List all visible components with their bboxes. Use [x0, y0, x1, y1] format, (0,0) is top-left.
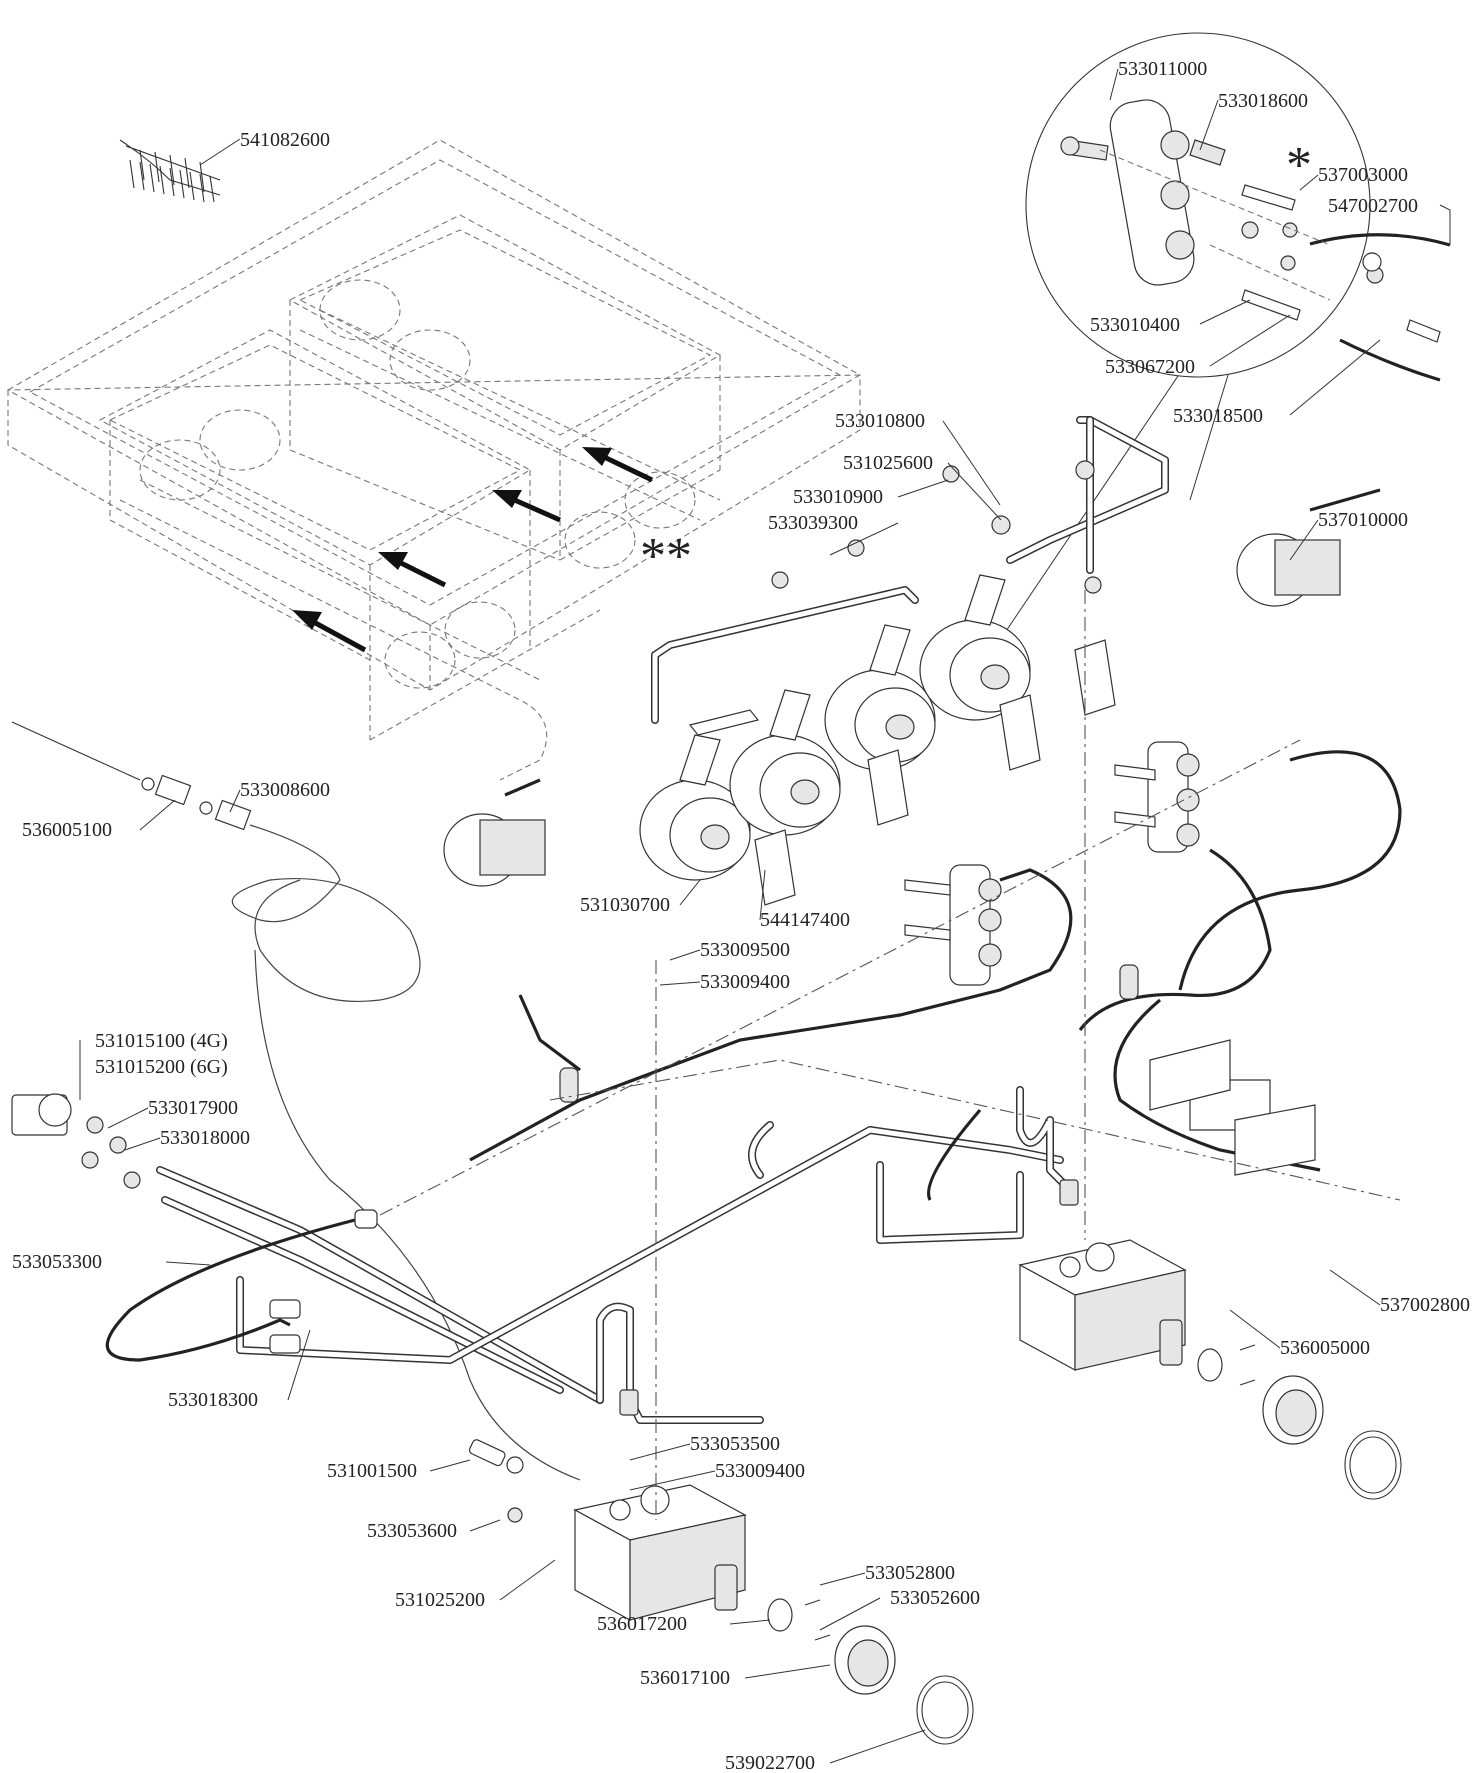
left-fittings: [11, 1093, 1079, 1523]
part-label: 533052600: [890, 1587, 980, 1609]
part-label: 536017200: [597, 1613, 687, 1635]
part-label: 531025200: [395, 1589, 485, 1611]
part-label: 537010000: [1318, 509, 1408, 531]
part-label: 533067200: [1105, 356, 1195, 378]
part-label: 533018500: [1173, 405, 1263, 427]
part-label: 533009400: [700, 971, 790, 993]
part-label: 533011000: [1118, 58, 1207, 80]
capillary-probe: [11, 721, 581, 1481]
part-label: 541082600: [240, 129, 330, 151]
heat-deflector-part: [119, 139, 221, 203]
part-label: 537002800: [1380, 1294, 1470, 1316]
part-label: 536017100: [640, 1667, 730, 1689]
part-label: 533039300: [768, 512, 858, 534]
thermostat-right: [1236, 488, 1381, 607]
part-label: 531030700: [580, 894, 670, 916]
center-pilot-block: [904, 864, 1002, 986]
part-label: 547002700: [1328, 195, 1418, 217]
part-label: 536005000: [1280, 1337, 1370, 1359]
part-label: 533010900: [793, 486, 883, 508]
burner-1: [639, 709, 760, 881]
burner-assembly: [639, 416, 1169, 906]
leader-lines: [79, 68, 1451, 1764]
burner-4: [919, 574, 1031, 721]
part-label: 533053300: [12, 1251, 102, 1273]
part-label: 531001500: [327, 1460, 417, 1482]
burner-2: [729, 689, 841, 836]
gas-valve-left: [573, 1484, 974, 1745]
part-label: 537003000: [1318, 164, 1408, 186]
part-label: 533018600: [1218, 90, 1308, 112]
part-label: 533010800: [835, 410, 925, 432]
part-label: 533018000: [160, 1127, 250, 1149]
part-label: 533009400: [715, 1460, 805, 1482]
right-pilot-block: [1114, 741, 1200, 853]
part-label: 533052800: [865, 1562, 955, 1584]
burner-3: [824, 624, 936, 771]
part-label: 544147400: [760, 909, 850, 931]
thermostat-left: [443, 778, 546, 887]
part-label: 531025600: [843, 452, 933, 474]
part-label: 533018300: [168, 1389, 258, 1411]
center-lines: [379, 590, 1401, 1520]
part-label: 533053500: [690, 1433, 780, 1455]
part-label: 533017900: [148, 1097, 238, 1119]
part-label: 531015200 (6G): [95, 1056, 228, 1078]
fryer-tank-outline: [6, 139, 862, 781]
gas-valve-right: [1018, 1239, 1402, 1500]
part-label: 536005100: [22, 819, 112, 841]
asterisk-marker-double: **: [640, 528, 692, 585]
flow-arrow: [582, 447, 654, 483]
flow-arrow: [292, 610, 367, 653]
part-label: 533009500: [700, 939, 790, 961]
mounting-brackets: [1149, 1039, 1316, 1176]
part-label: 533053600: [367, 1520, 457, 1542]
part-label: 531015100 (4G): [95, 1030, 228, 1052]
gas-tube-long: [156, 1086, 1074, 1424]
asterisk-marker-single: *: [1286, 137, 1312, 194]
part-label: 533010400: [1090, 314, 1180, 336]
flow-arrow: [492, 490, 562, 523]
flow-arrow: [378, 552, 447, 588]
part-label: 533008600: [240, 779, 330, 801]
part-label: 539022700: [725, 1752, 815, 1773]
thermocouple-cables: [105, 750, 1402, 1362]
pilot-detail-inset: [999, 32, 1451, 641]
